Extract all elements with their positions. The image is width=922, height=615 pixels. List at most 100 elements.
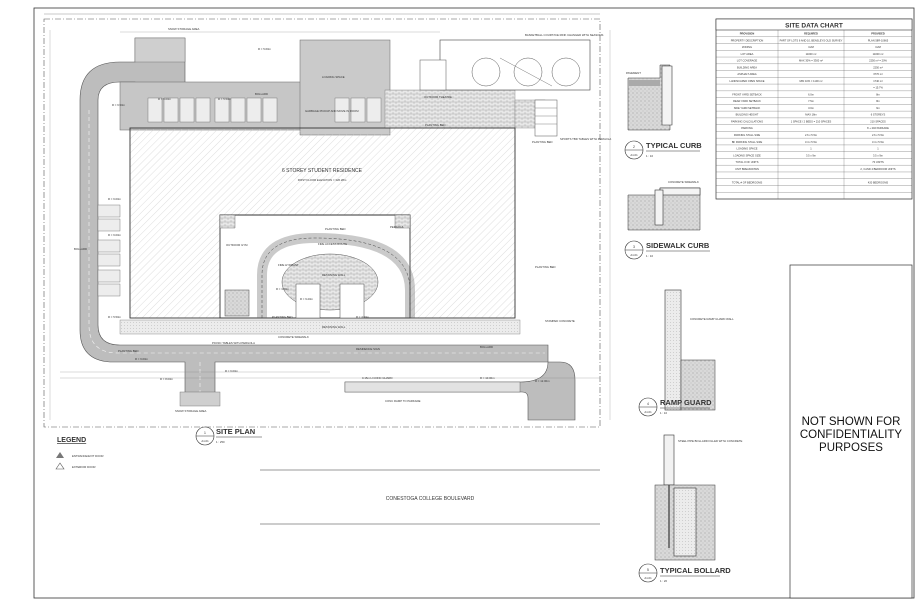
chart-cell: BF PARKING STALL SIZE bbox=[732, 140, 763, 144]
label-curb-guard: 0.15m H CONC GUARD bbox=[362, 376, 392, 380]
ramp-wall bbox=[664, 289, 682, 411]
sheet-border bbox=[33, 7, 915, 599]
label-fire-access: FIRE ACCESS ROUTE bbox=[318, 242, 347, 246]
detail-scale: 1 : 20 bbox=[660, 579, 667, 583]
chart-cell: 8 + 202 PARKADE bbox=[867, 126, 889, 130]
chart-cell: 1 bbox=[810, 147, 812, 151]
radius-label: R = 6.00m bbox=[108, 233, 122, 237]
radius-label: R = 5.60m bbox=[258, 47, 272, 51]
front-sidewalk bbox=[119, 319, 521, 335]
chart-cell: PROPERTY DESCRIPTION bbox=[731, 38, 764, 42]
label-planting-bed-3: PLANTING BED bbox=[535, 265, 556, 269]
bollard-pipe bbox=[663, 434, 675, 486]
label-theatre: OUTDOOR THEATRE bbox=[424, 95, 452, 99]
street-label: CONESTOGA COLLEGE BOULEVARD bbox=[386, 496, 475, 502]
label-snow-storage-bottom: SNOW STORAGE AREA bbox=[175, 409, 206, 413]
label-outdoor-gym: OUTDOOR GYM bbox=[226, 243, 248, 247]
brick-terrace-top bbox=[384, 89, 516, 129]
legend-item-label: EXTERIOR DOOR bbox=[72, 465, 95, 469]
radius-label: R = 5.50m bbox=[218, 97, 232, 101]
chart-cell: FRONT YARD SETBACK bbox=[732, 92, 762, 96]
chart-frame bbox=[715, 18, 913, 200]
chart-cell: 6 STOREYS bbox=[871, 113, 886, 117]
road-centerline bbox=[88, 110, 545, 354]
detail-scale: 1 : 10 bbox=[646, 254, 653, 258]
outline-triangle-icon bbox=[55, 462, 65, 470]
detail-title: SITE PLAN bbox=[216, 427, 255, 436]
label-planting-bed-5: PLANTING BED bbox=[325, 227, 346, 231]
chart-cell: 420 BEDROOMS bbox=[868, 180, 888, 184]
detail-sheet: A1.01 bbox=[201, 439, 209, 443]
confidential-box: NOT SHOWN FOR CONFIDENTIALITY PURPOSES bbox=[789, 264, 913, 599]
chart-cell: ASPHALT AREA bbox=[737, 72, 756, 76]
courtyard-corners bbox=[219, 214, 411, 229]
chart-cell: 3.5 x 9m bbox=[806, 153, 816, 157]
curb-body bbox=[661, 65, 673, 126]
label-residence-sign: RESIDENCE SIGN bbox=[356, 347, 380, 351]
detail-title: TYPICAL BOLLARD bbox=[660, 566, 731, 575]
chart-cell: SIDE YARD SETBACK bbox=[734, 106, 761, 110]
chart-cell: LANDSCAPED OPEN SPACE bbox=[730, 79, 765, 83]
legend-title: LEGEND bbox=[57, 437, 86, 444]
property-line bbox=[43, 18, 601, 428]
chart-cell: 210 SPACES bbox=[870, 119, 886, 123]
chart-cell: 11000 m² bbox=[873, 52, 884, 56]
confidential-frame bbox=[789, 264, 913, 599]
chart-cell: LOT AREA bbox=[741, 52, 754, 56]
detail-number: 1 bbox=[204, 431, 206, 435]
chart-cell: = 15.7% bbox=[873, 86, 883, 90]
legend: LEGEND ENTRANCE/EXIT DOOR EXTERIOR DOOR bbox=[55, 437, 104, 470]
sports-table-lines bbox=[535, 107, 557, 125]
radius-label: R = 6.00m bbox=[225, 369, 239, 373]
chart-cell: PART OF LOTS 6 AND 10, BEASLEYS OLD SURV… bbox=[780, 38, 843, 42]
snow-storage-bottom-area bbox=[179, 391, 221, 407]
court-circle-2 bbox=[513, 57, 543, 87]
chart-cell: 11000 m² bbox=[806, 52, 817, 56]
radius-label: R = 12.00m bbox=[535, 379, 550, 383]
chart-cell: LOADING SPACE bbox=[737, 147, 758, 151]
bollard-note: STEEL PIPE BOLLARD FILLED WITH CONCRETE bbox=[678, 439, 743, 443]
chart-header-cell: PROVISION bbox=[740, 32, 755, 36]
detail-typical-bollard: STEEL PIPE BOLLARD FILLED WITH CONCRETE … bbox=[638, 434, 743, 583]
top-stalls bbox=[147, 97, 382, 123]
detail-scale: 1 : 10 bbox=[660, 411, 667, 415]
dimension-lines bbox=[49, 30, 611, 420]
chart-cell: PARKING bbox=[741, 126, 752, 130]
chart-cell: MIN 10% = 1100 m² bbox=[800, 79, 823, 83]
detail-number: 5 bbox=[647, 568, 649, 572]
detail-scale: 1 : 250 bbox=[216, 440, 225, 444]
detail-sidewalk-curb: CONCRETE SIDEWALK 3 A1.01 SIDEWALK CURB … bbox=[624, 180, 710, 260]
label-bollard-left: BOLLARD bbox=[74, 247, 87, 251]
chart-cell: LOADING SPACE SIZE bbox=[733, 153, 761, 157]
chart-cell: 3.4 x 5.5m bbox=[872, 140, 884, 144]
radius-label: R = 6.00m bbox=[108, 197, 122, 201]
chart-cell: 1 bbox=[877, 147, 879, 151]
chart-cell: 3.4 x 5.5m bbox=[805, 140, 817, 144]
radius-label: R = 5.50m bbox=[108, 315, 122, 319]
chart-cell: 1 SPACE / 2 BEDS = 210 SPACES bbox=[791, 119, 832, 123]
label-retaining-wall-1: RETAINING WALL bbox=[322, 273, 346, 277]
label-snow-storage-top: SNOW STORAGE AREA bbox=[168, 27, 199, 31]
detail-title: RAMP GUARD bbox=[660, 398, 712, 407]
radius-label: R = 3.00m bbox=[276, 287, 290, 291]
ramp-note: CONCRETE RAMP GUARD WALL bbox=[690, 317, 734, 321]
chart-cell: C2M bbox=[875, 45, 880, 49]
detail-number: 2 bbox=[633, 145, 635, 149]
label-planting-bed-4: PLANTING BED bbox=[118, 349, 139, 353]
sidewalk-label: CONCRETE SIDEWALK bbox=[668, 180, 699, 184]
label-retaining-wall-2: RETAINING WALL bbox=[322, 325, 346, 329]
building-label: 6 STOREY STUDENT RESIDENCE bbox=[282, 168, 363, 174]
label-garbage: GARBAGE PICKUP AND MOVE IN ROOM bbox=[305, 109, 359, 113]
courtyard-stair-left bbox=[295, 283, 321, 319]
chart-header-cell: PROVIDED bbox=[871, 32, 885, 36]
label-fire-hydrant: FIRE HYDRANT bbox=[278, 263, 299, 267]
detail-title: TYPICAL CURB bbox=[646, 141, 702, 150]
confidential-line: PURPOSES bbox=[819, 442, 883, 454]
chart-cell: 6.0m bbox=[808, 92, 814, 96]
curb-pavement bbox=[628, 80, 660, 86]
chart-cell: 70 UNITS bbox=[872, 160, 884, 164]
detail-number: 3 bbox=[633, 245, 635, 249]
chart-cell: TOTAL # OF UNITS bbox=[735, 160, 758, 164]
snow-storage-top-area bbox=[134, 37, 186, 63]
